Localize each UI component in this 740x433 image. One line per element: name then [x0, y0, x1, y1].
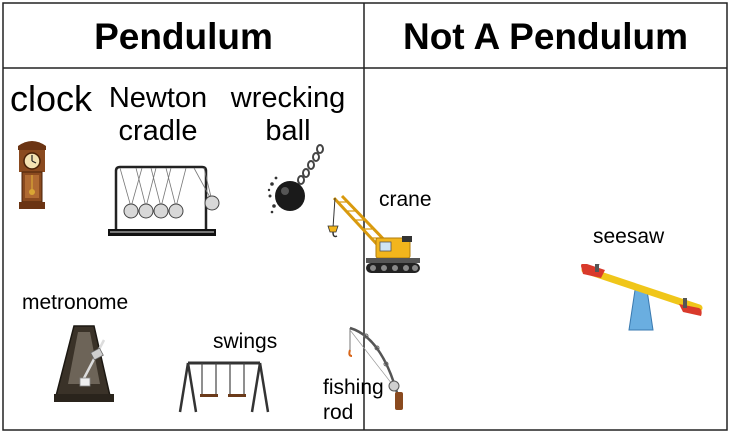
swing-set-icon [178, 361, 270, 413]
crane-label: crane [379, 188, 432, 211]
fishing-rod-icon [348, 326, 403, 410]
crane-icon [327, 194, 420, 273]
seesaw-label: seesaw [593, 225, 665, 248]
wrecking-ball-label: wrecking ball [230, 82, 346, 148]
pendulum-header: Pendulum [94, 16, 273, 57]
newton-cradle-label: Newton cradle [108, 82, 208, 148]
swings-label: swings [213, 330, 278, 353]
newton-cradle-icon [108, 165, 220, 236]
not-pendulum-header: Not A Pendulum [402, 16, 688, 57]
grandfather-clock-icon [18, 141, 46, 209]
fishing-rod-label: fishing rod [323, 376, 384, 425]
metronome-icon [54, 325, 114, 402]
clock-label: clock [10, 78, 93, 119]
metronome-label: metronome [22, 291, 129, 314]
wrecking-ball-icon [267, 144, 324, 214]
seesaw-icon [581, 264, 703, 331]
